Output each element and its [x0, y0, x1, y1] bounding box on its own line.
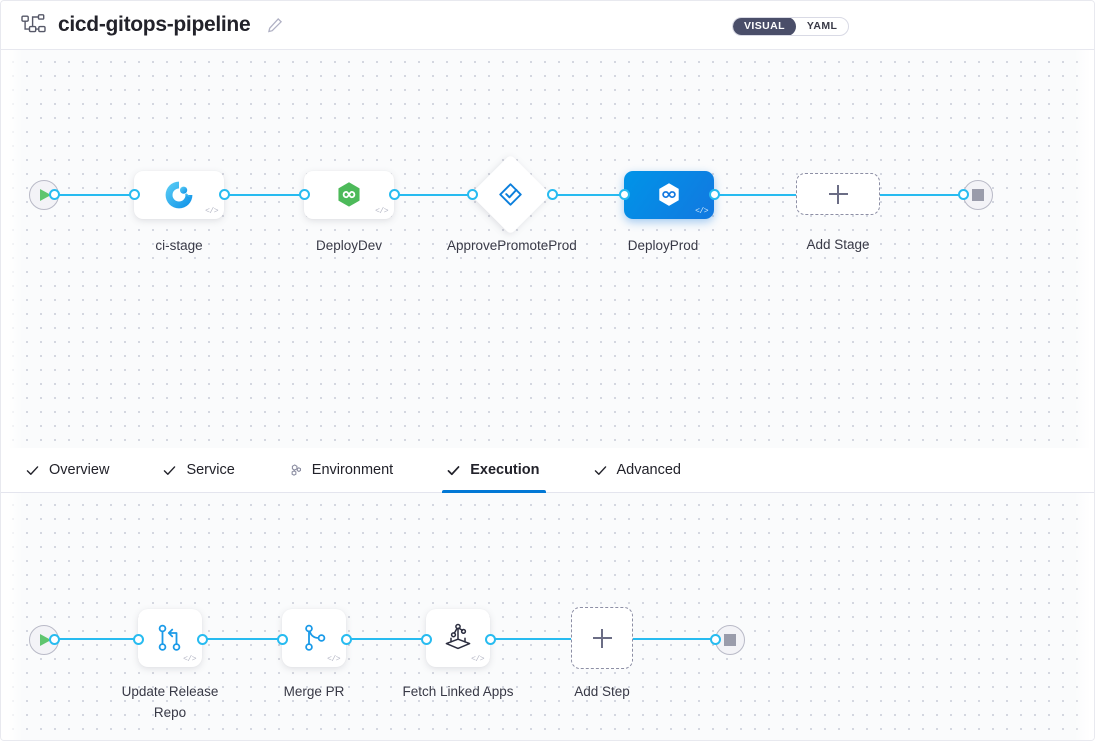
step-connectors: [1, 493, 1094, 740]
check-icon: [446, 463, 461, 478]
stage-node-ci-stage[interactable]: </>: [134, 171, 224, 219]
port-estart-out[interactable]: [49, 634, 60, 645]
code-badge[interactable]: </>: [205, 207, 218, 216]
port-approval-in[interactable]: [467, 189, 478, 200]
port-update-in[interactable]: [133, 634, 144, 645]
port-eend-in[interactable]: [710, 634, 721, 645]
stage-label-deploydev: DeployDev: [315, 238, 383, 253]
stage-config-tabs[interactable]: Overview Service Environment Execution: [1, 448, 1094, 493]
approval-icon-wrap: [482, 166, 539, 223]
port-end-in[interactable]: [958, 189, 969, 200]
header-left-group: cicd-gitops-pipeline: [21, 13, 283, 37]
wire-merge-to-fetch: [347, 638, 437, 640]
port-fetch-out[interactable]: [485, 634, 496, 645]
wire-approval-to-deployprod: [537, 194, 631, 196]
stage-connectors: [1, 50, 1094, 448]
plus-icon: [592, 628, 612, 648]
code-badge[interactable]: </>: [183, 655, 196, 664]
code-badge[interactable]: </>: [375, 207, 388, 216]
page-header: cicd-gitops-pipeline VISUAL YAML: [1, 1, 1094, 50]
add-stage-label: Add Stage: [806, 237, 870, 252]
gitops-apps-icon: [441, 621, 475, 655]
code-badge[interactable]: </>: [695, 207, 708, 216]
code-badge[interactable]: </>: [471, 655, 484, 664]
port-deploydev-in[interactable]: [299, 189, 310, 200]
stop-icon: [972, 189, 984, 201]
stage-node-approvepromoteprod[interactable]: [470, 154, 551, 235]
port-ci-stage-out[interactable]: [219, 189, 230, 200]
stage-graph-canvas[interactable]: </> ci-stage </> DeployDev: [1, 50, 1094, 448]
port-approval-out[interactable]: [547, 189, 558, 200]
green-hexagon-infinity-icon: [335, 181, 363, 209]
tab-label: Advanced: [616, 462, 682, 478]
approval-check-icon: [496, 180, 525, 209]
step-label-merge-pr: Merge PR: [283, 684, 345, 699]
wire-deploydev-to-approval: [397, 194, 489, 196]
stage-node-deployprod[interactable]: </>: [624, 171, 714, 219]
tab-label: Service: [186, 462, 235, 478]
git-merge-icon: [154, 622, 186, 654]
stage-label-ci-stage: ci-stage: [155, 238, 203, 253]
white-hexagon-infinity-icon: [655, 181, 683, 209]
plus-icon: [828, 184, 848, 204]
wire-update-to-merge: [203, 638, 295, 640]
infrastructure-icon: [288, 463, 303, 478]
stage-label-approvepromoteprod: ApprovePromoteProd: [447, 238, 577, 253]
check-icon: [162, 463, 177, 478]
step-label-update-release-repo: Update Release Repo: [121, 684, 219, 720]
wire-addstage-to-end: [877, 194, 967, 196]
add-stage-button[interactable]: [796, 173, 880, 215]
check-icon: [25, 463, 40, 478]
wire-fetch-to-addstep: [491, 638, 573, 640]
tab-environment[interactable]: Environment: [284, 448, 417, 492]
port-update-out[interactable]: [197, 634, 208, 645]
add-step-button[interactable]: [571, 607, 633, 669]
port-merge-in[interactable]: [277, 634, 288, 645]
page-title: cicd-gitops-pipeline: [58, 13, 251, 36]
tab-label: Execution: [470, 462, 540, 478]
port-merge-out[interactable]: [341, 634, 352, 645]
step-label-fetch-linked-apps: Fetch Linked Apps: [402, 684, 514, 699]
play-icon: [40, 189, 51, 201]
tab-label: Environment: [311, 462, 394, 478]
harness-ci-icon: [164, 180, 194, 210]
toggle-visual[interactable]: VISUAL: [733, 18, 796, 35]
tab-overview[interactable]: Overview: [21, 448, 133, 492]
port-deploydev-out[interactable]: [389, 189, 400, 200]
edit-pencil-icon[interactable]: [267, 17, 283, 33]
play-icon: [40, 634, 51, 646]
tab-label: Overview: [49, 462, 110, 478]
code-badge[interactable]: </>: [327, 655, 340, 664]
check-icon: [593, 463, 608, 478]
add-step-label: Add Step: [574, 684, 630, 699]
port-fetch-in[interactable]: [421, 634, 432, 645]
step-node-update-release-repo[interactable]: </>: [138, 609, 202, 667]
port-ci-stage-in[interactable]: [129, 189, 140, 200]
wire-deployprod-to-addstage: [709, 194, 799, 196]
wire-estart-to-update: [53, 638, 143, 640]
tab-advanced[interactable]: Advanced: [589, 448, 706, 492]
port-start-out[interactable]: [49, 189, 60, 200]
view-mode-toggle[interactable]: VISUAL YAML: [732, 17, 850, 36]
toggle-yaml[interactable]: YAML: [806, 20, 838, 32]
port-deployprod-in[interactable]: [619, 189, 630, 200]
execution-steps-canvas[interactable]: </> Update Release Repo </> Merge PR: [1, 493, 1094, 740]
stop-icon: [724, 634, 736, 646]
wire-addstep-to-eend: [632, 638, 722, 640]
wire-start-to-port1: [53, 194, 143, 196]
step-node-merge-pr[interactable]: </>: [282, 609, 346, 667]
port-deployprod-out[interactable]: [709, 189, 720, 200]
wire-cistage-to-deploydev: [227, 194, 319, 196]
tab-service[interactable]: Service: [158, 448, 258, 492]
tab-execution[interactable]: Execution: [442, 448, 563, 493]
stage-node-deploydev[interactable]: </>: [304, 171, 394, 219]
git-branch-icon: [298, 622, 330, 654]
pipeline-icon: [21, 14, 47, 36]
step-node-fetch-linked-apps[interactable]: </>: [426, 609, 490, 667]
stage-label-deployprod: DeployProd: [627, 238, 699, 253]
